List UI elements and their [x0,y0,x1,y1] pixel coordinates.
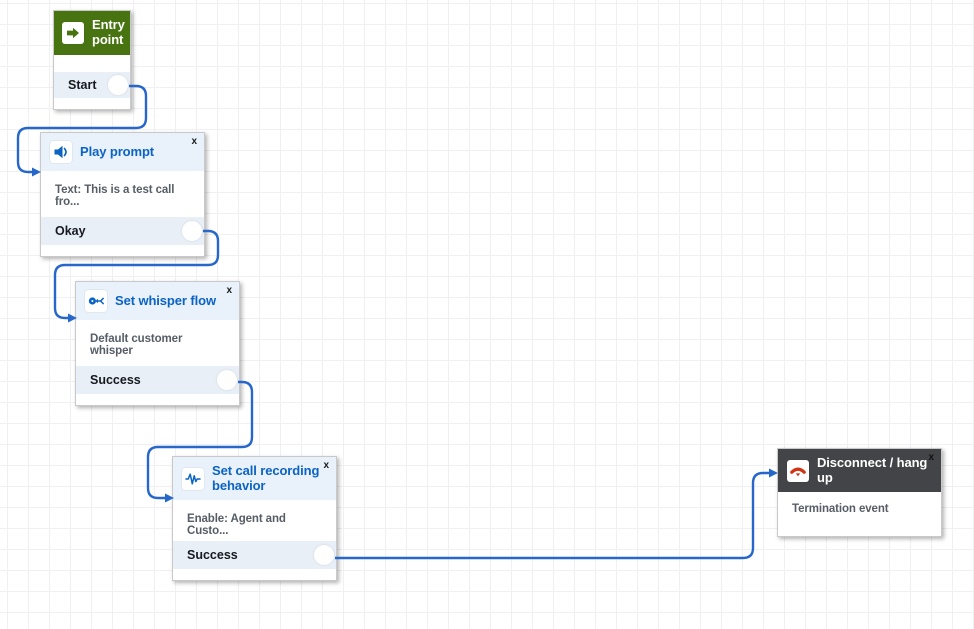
output-port[interactable] [217,370,237,390]
output-label: Okay [55,224,86,238]
node-header: Set call recording behavior x [173,457,336,501]
node-header: Play prompt x [41,133,204,171]
node-title: Entry point [92,17,125,47]
output-row-start[interactable]: Start [54,72,130,98]
output-row-okay[interactable]: Okay [41,217,204,245]
speaker-icon [50,141,72,163]
node-body-text: Text: This is a test call fro... [55,184,175,208]
output-port[interactable] [314,545,334,566]
edge-success-to-disconnect [335,468,778,560]
node-title: Set whisper flow [115,292,216,308]
node-body-text [54,55,130,72]
flow-node-play-prompt[interactable]: Play prompt x Text: This is a test call … [40,132,205,257]
phone-hangup-icon [787,459,809,482]
node-title: Disconnect / hang up [817,455,928,485]
output-row-success[interactable]: Success [76,366,239,394]
node-header: Disconnect / hang up x [778,449,941,493]
whisper-flow-icon [85,290,107,312]
flow-node-disconnect-hang-up[interactable]: Disconnect / hang up x Termination event [777,448,942,537]
flow-node-entry-point[interactable]: Entry point Start [53,10,131,110]
node-header: Set whisper flow x [76,282,239,320]
close-icon[interactable]: x [226,285,232,296]
entry-arrow-icon [62,22,84,44]
node-body-text: Termination event [792,503,889,516]
output-port[interactable] [182,221,202,241]
node-body-text: Enable: Agent and Custo... [187,513,286,538]
close-icon[interactable]: x [191,136,197,147]
node-title: Set call recording behavior [212,462,320,493]
output-label: Success [90,373,141,387]
node-header: Entry point [54,11,130,55]
output-label: Success [187,548,238,563]
flow-node-set-call-recording-behavior[interactable]: Set call recording behavior x Enable: Ag… [172,456,337,581]
output-label: Start [68,78,97,92]
waveform-icon [182,467,204,490]
output-port[interactable] [108,75,128,95]
node-title: Play prompt [80,143,155,159]
close-icon[interactable]: x [928,452,934,463]
close-icon[interactable]: x [323,460,329,471]
node-body-text: Default customer whisper [90,333,183,357]
flow-node-set-whisper-flow[interactable]: Set whisper flow x Default customer whis… [75,281,240,406]
output-row-success[interactable]: Success [173,541,336,569]
